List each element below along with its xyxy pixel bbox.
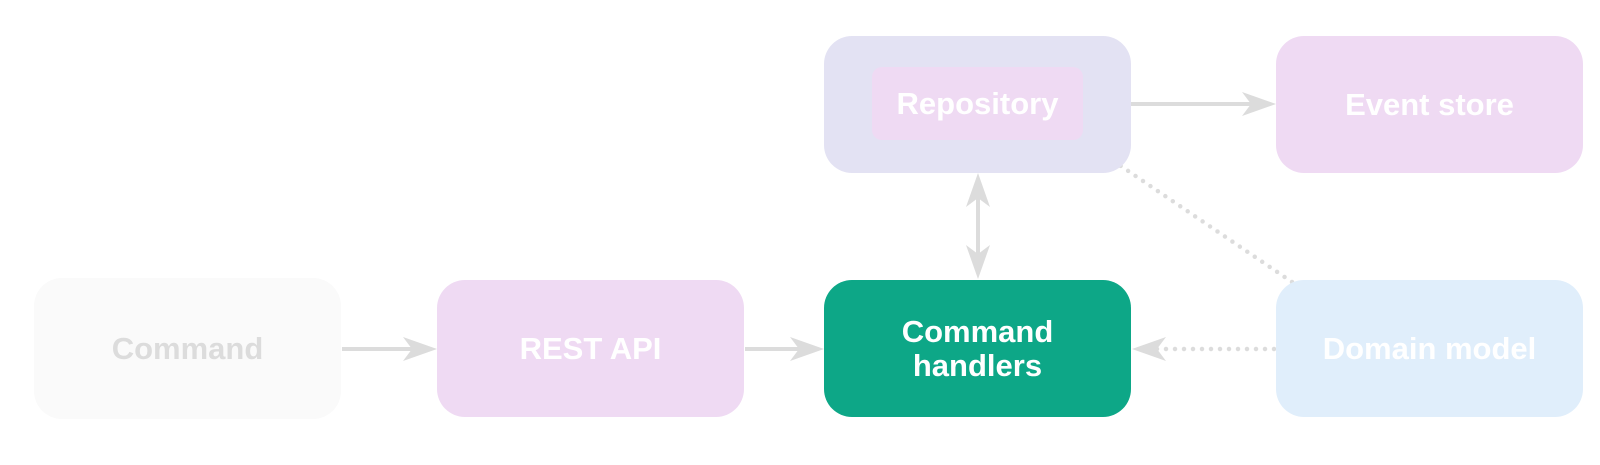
edge-command-to-rest-api-arrowhead (403, 337, 437, 361)
edge-command-handlers-to-repository-arrowhead-start (966, 245, 990, 279)
node-repository-label: Repository (896, 85, 1059, 121)
edge-repository-to-event-store-arrowhead (1242, 92, 1276, 116)
node-event-store: Event store (1276, 36, 1583, 173)
node-domain-model: Domain model (1276, 280, 1583, 417)
node-rest-api-label: REST API (519, 330, 662, 366)
node-domain-model-label: Domain model (1322, 330, 1537, 366)
node-command: Command (34, 278, 341, 419)
node-event-store-label: Event store (1345, 86, 1514, 122)
edge-rest-api-to-command-handlers-arrowhead (790, 337, 824, 361)
node-command-handlers: Command handlers (824, 280, 1131, 417)
edge-command-handlers-to-repository-arrowhead (966, 173, 990, 207)
node-command-handlers-label: Command handlers (901, 313, 1054, 383)
edge-domain-model-to-repository (1098, 150, 1295, 285)
node-command-label: Command (111, 330, 264, 366)
node-repository: Repository (872, 67, 1083, 140)
node-rest-api: REST API (437, 280, 744, 417)
edge-domain-model-to-command-handlers-arrowhead (1132, 337, 1166, 361)
